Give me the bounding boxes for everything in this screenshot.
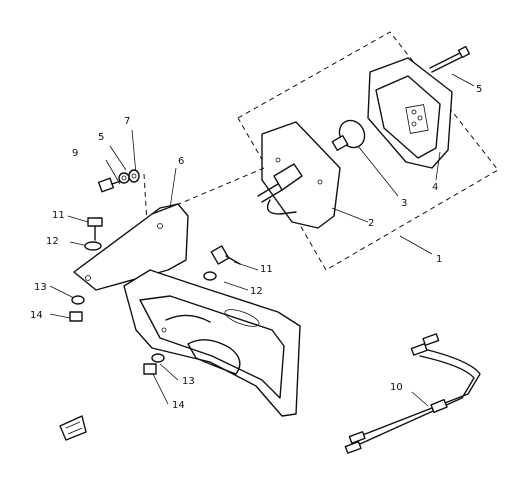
license-plate-bracket — [123, 269, 301, 417]
callout-14-left: 14 — [30, 310, 43, 321]
callout-7: 7 — [124, 116, 130, 127]
callout-13-left: 13 — [34, 282, 47, 293]
washer-part-7 — [128, 169, 140, 183]
lens-part-4 — [367, 57, 453, 169]
nut-part-14-left — [69, 311, 83, 322]
small-clip-part — [59, 415, 87, 441]
callout-2: 2 — [368, 218, 374, 229]
nut-part-5 — [118, 172, 130, 184]
callout-12-left: 12 — [46, 236, 59, 247]
callout-6: 6 — [178, 156, 184, 167]
bolt-part-11-right — [210, 245, 241, 265]
bolt-part-5 — [429, 45, 471, 73]
washer-part-13-bottom — [151, 353, 165, 363]
callout-3: 3 — [401, 198, 407, 209]
callout-1: 1 — [436, 254, 442, 265]
washer-part-12-left — [84, 241, 102, 251]
callout-5-top: 5 — [476, 84, 482, 95]
callout-9: 9 — [72, 148, 78, 159]
washer-part-13-left — [71, 295, 85, 305]
bracket-part-6 — [73, 203, 189, 291]
callout-4: 4 — [432, 182, 438, 193]
callout-13-bottom: 13 — [182, 376, 195, 387]
callout-5-left: 5 — [98, 132, 104, 143]
bolt-part-9 — [97, 177, 125, 193]
callout-10: 10 — [390, 382, 403, 393]
bolt-part-11-left — [87, 217, 103, 241]
callout-12-right: 12 — [250, 286, 263, 297]
callout-11-left: 11 — [52, 210, 65, 221]
wire-harness-part-10 — [344, 333, 481, 454]
base-plate-part-2 — [257, 121, 341, 229]
callout-11-right: 11 — [260, 264, 273, 275]
bulb-part-3 — [331, 119, 366, 152]
nut-part-14-bottom — [143, 363, 157, 375]
washer-part-12-right — [203, 271, 217, 281]
callout-14-bottom: 14 — [172, 400, 185, 411]
callout-labels: 5 4 3 2 1 6 7 5 9 11 12 13 14 11 12 13 1… — [30, 84, 482, 411]
